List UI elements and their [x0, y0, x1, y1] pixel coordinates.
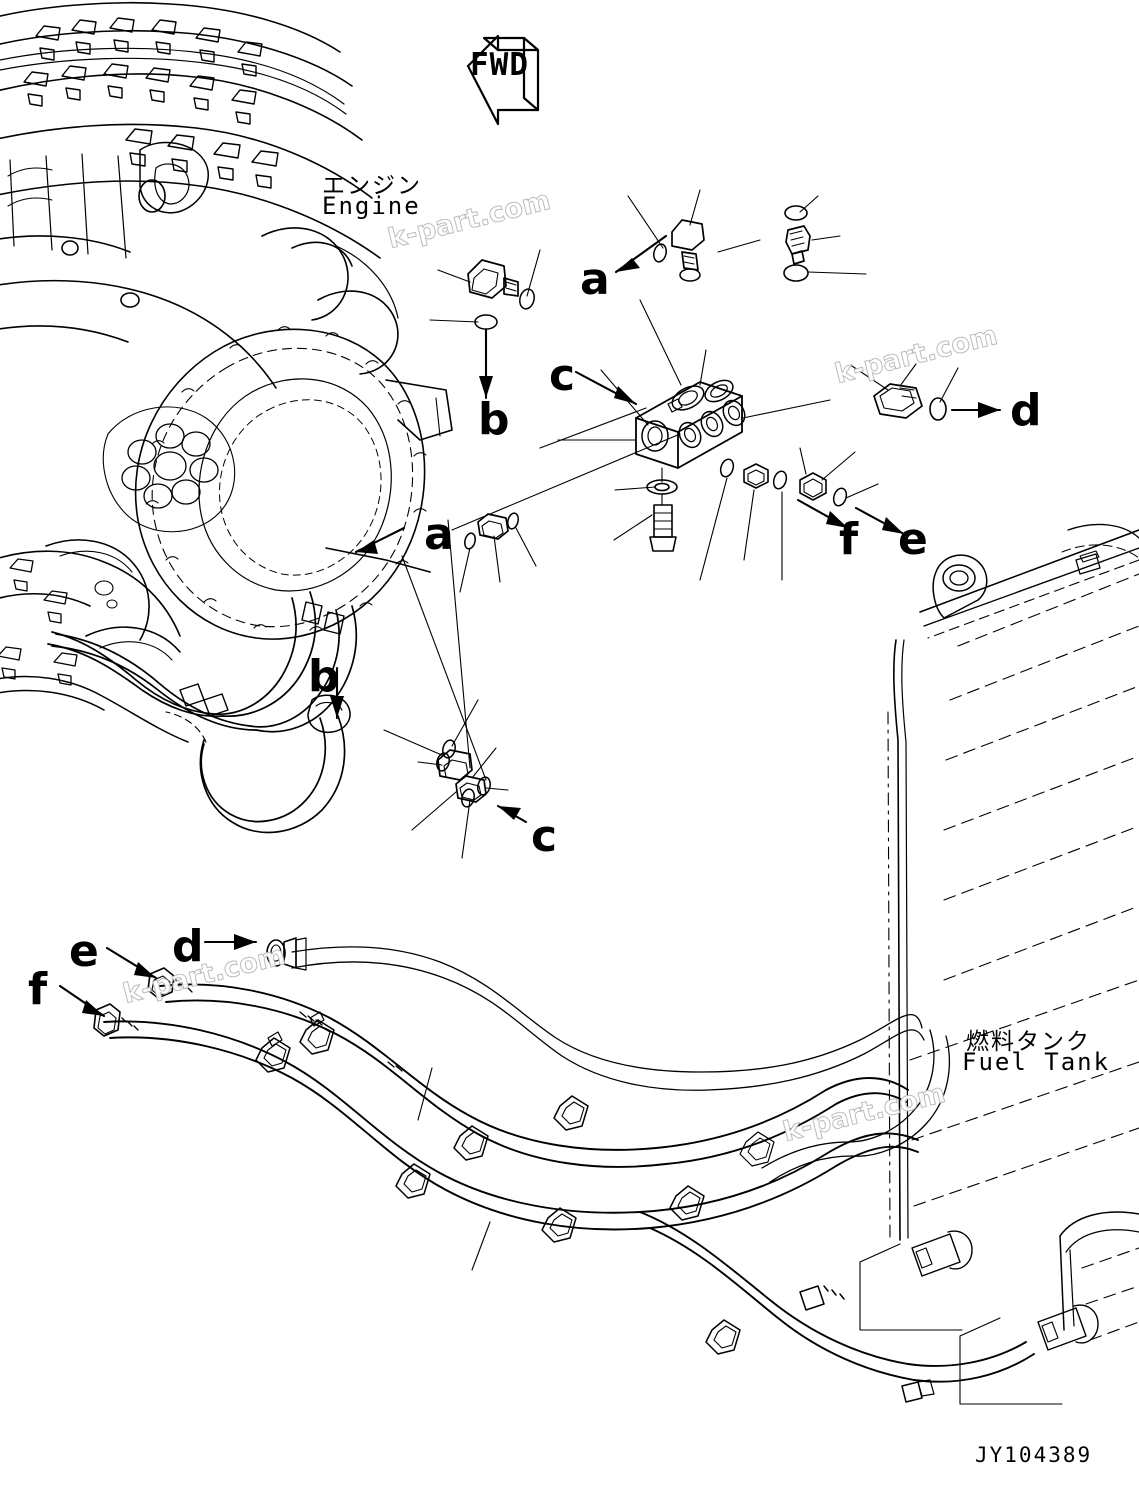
manifold-block — [635, 381, 743, 469]
callout-b-upper: b — [478, 394, 510, 445]
flywheel-housing — [45, 326, 427, 661]
fuel-tank-label-en: Fuel Tank — [962, 1048, 1111, 1076]
fitting-plug — [799, 472, 827, 501]
engine-label-en: Engine — [322, 192, 421, 220]
fwd-marker — [466, 34, 540, 126]
callout-f-upper: f — [839, 514, 859, 565]
callout-b-engine: b — [308, 651, 340, 702]
callout-d-upper: d — [1010, 385, 1042, 436]
callout-c-upper: c — [549, 350, 576, 401]
lower-hose-assembly — [93, 937, 1035, 1403]
elbow-fitting-left — [467, 259, 519, 299]
callout-f-hose: f — [28, 964, 48, 1015]
hose-clamp — [255, 1011, 775, 1355]
hex-bolt — [649, 504, 677, 552]
engine-label-jp: エンジン — [322, 173, 422, 199]
plug-fitting — [785, 225, 811, 265]
callout-e-upper: e — [898, 514, 928, 565]
callout-a-engine: a — [424, 509, 454, 560]
fitting-small — [743, 463, 769, 489]
manifold-block-assembly — [429, 189, 959, 581]
straight-fitting-right — [873, 383, 923, 419]
callout-e-hose: e — [69, 926, 99, 977]
fuel-tank — [859, 523, 1139, 1405]
callout-c-engine: c — [531, 811, 558, 862]
callout-arrows — [58, 234, 1002, 1018]
engine-assembly — [0, 1, 453, 686]
fwd-marker-label: FWD — [470, 47, 529, 83]
engine-hose-run — [0, 591, 358, 834]
callout-a-upper: a — [580, 254, 610, 305]
fuel-tank-label-jp: 燃料タンク — [966, 1029, 1091, 1055]
elbow-fitting-upper — [671, 219, 705, 271]
callout-d-hose: d — [172, 921, 204, 972]
drawing-number: JY104389 — [975, 1443, 1093, 1467]
lower-fitting-cluster — [383, 433, 681, 859]
